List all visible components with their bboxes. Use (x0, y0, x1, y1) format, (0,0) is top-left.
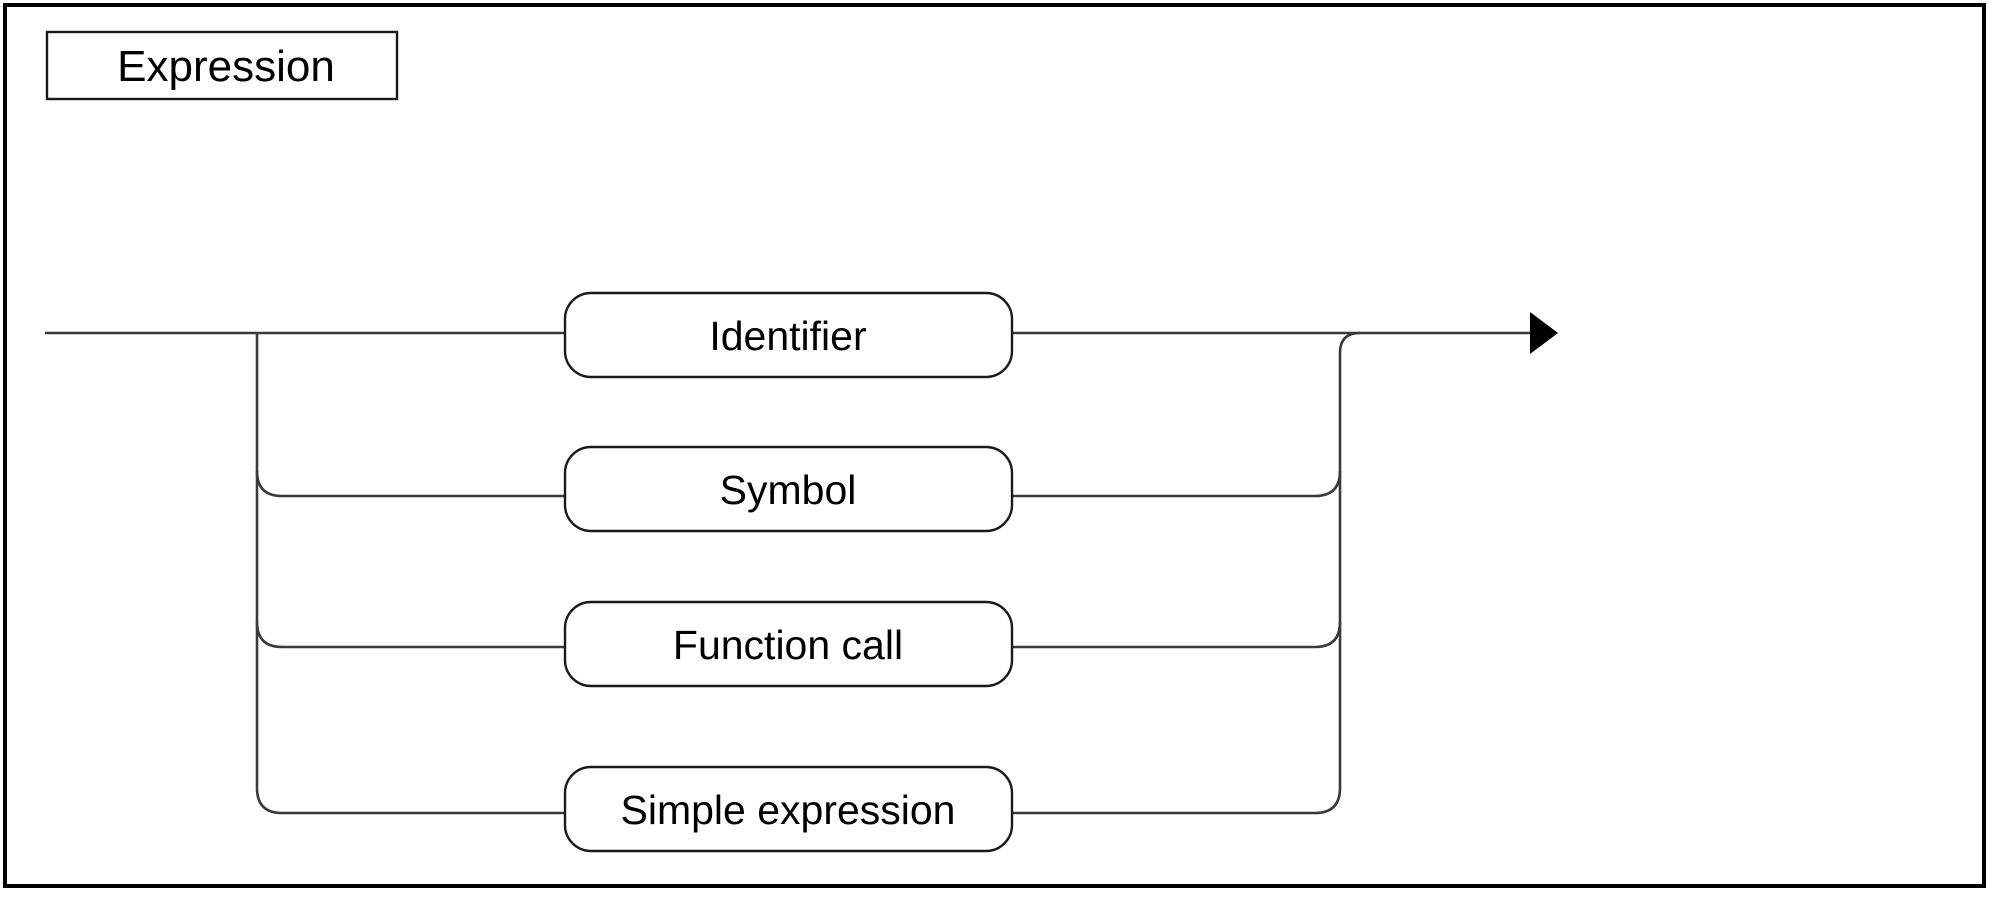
title-box (45, 30, 399, 101)
split-rail (255, 333, 565, 815)
node-function-call: Function call (563, 600, 1014, 688)
node-symbol: Symbol (563, 445, 1014, 533)
node-box (563, 765, 1014, 853)
node-box (563, 445, 1014, 533)
node-box (563, 600, 1014, 688)
merge-branch-symbol-line (1012, 470, 1342, 498)
node-simple-expression: Simple expression (563, 765, 1014, 853)
diagram-title-group: Expression (45, 30, 399, 101)
merge-branch-simple-expression-line (1012, 787, 1342, 815)
node-label: Identifier (709, 313, 866, 359)
split-branch-symbol-line (255, 470, 565, 498)
merge-rail (1338, 331, 1361, 788)
diagram-title: Expression (117, 42, 335, 91)
node-box (563, 291, 1014, 379)
node-label: Symbol (720, 467, 857, 513)
merge-branch-function-call-line (1012, 621, 1342, 649)
node-identifier: Identifier (563, 291, 1014, 379)
split-branch-function-call-line (255, 621, 565, 649)
node-label: Function call (673, 622, 903, 668)
diagram-frame (3, 3, 1986, 888)
node-label: Simple expression (621, 787, 956, 833)
flow-arrowhead-icon (1530, 312, 1558, 354)
